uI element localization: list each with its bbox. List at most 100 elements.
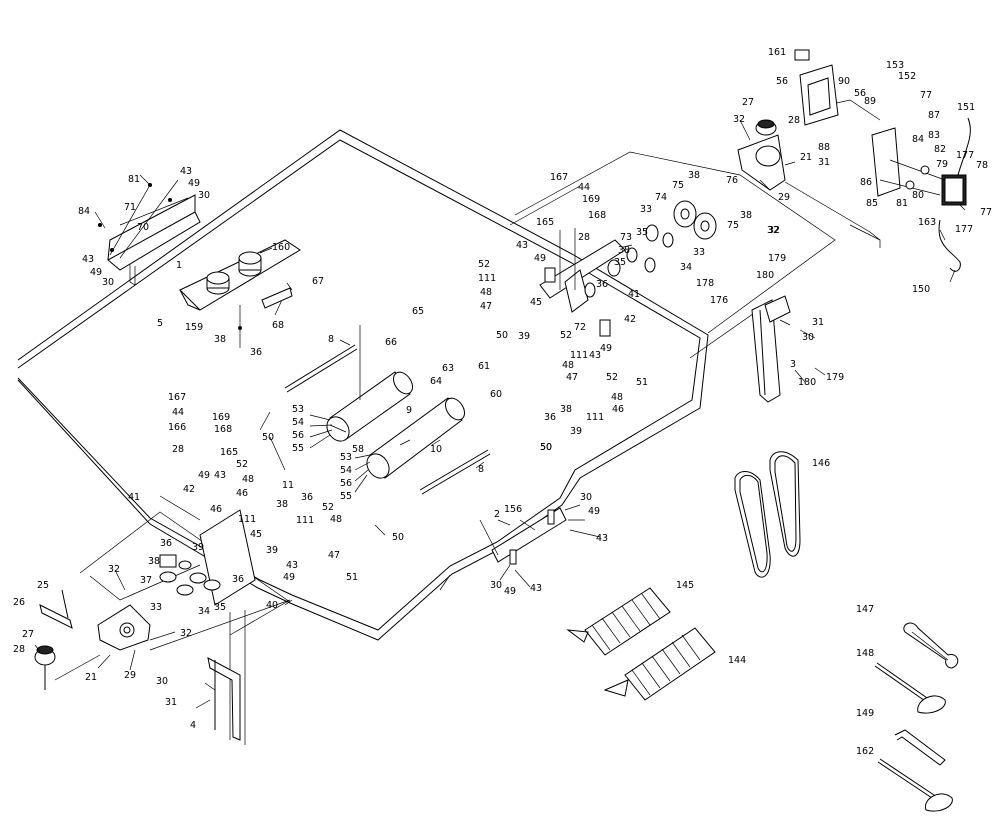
label-49: 49	[198, 470, 210, 481]
label-74: 74	[655, 192, 667, 203]
label-165: 165	[220, 447, 238, 458]
label-43: 43	[530, 583, 542, 594]
label-179: 179	[826, 372, 844, 383]
label-35: 35	[214, 602, 226, 613]
label-43: 43	[180, 166, 192, 177]
label-2: 2	[494, 509, 500, 520]
label-56: 56	[292, 430, 304, 441]
label-46: 46	[612, 404, 624, 415]
motor-assembly-left	[34, 589, 151, 690]
label-41: 41	[628, 289, 640, 300]
label-88: 88	[818, 142, 830, 153]
label-55: 55	[292, 443, 304, 454]
label-75: 75	[727, 220, 739, 231]
side-frame-2	[479, 507, 567, 565]
label-50: 50	[540, 442, 552, 453]
tee-key-162	[877, 758, 953, 812]
label-30: 30	[580, 492, 592, 503]
label-63: 63	[442, 363, 454, 374]
label-38: 38	[148, 556, 160, 567]
label-32: 32	[108, 564, 120, 575]
shafts	[284, 325, 491, 495]
wrench-147	[903, 622, 959, 669]
brush-roller-144	[603, 627, 716, 701]
label-86: 86	[860, 177, 872, 188]
label-169: 169	[582, 194, 600, 205]
label-46: 46	[210, 504, 222, 515]
label-67: 67	[312, 276, 324, 287]
label-160: 160	[272, 242, 290, 253]
label-30: 30	[490, 580, 502, 591]
label-49: 49	[188, 178, 200, 189]
label-27: 27	[742, 97, 754, 108]
label-4: 4	[190, 720, 196, 731]
label-77: 77	[920, 90, 932, 101]
right-drive-assembly	[539, 200, 717, 337]
label-43: 43	[214, 470, 226, 481]
label-156: 156	[504, 504, 522, 515]
label-25: 25	[37, 580, 49, 591]
roller-10	[366, 397, 466, 479]
label-28: 28	[788, 115, 800, 126]
label-36: 36	[232, 574, 244, 585]
label-33: 33	[640, 204, 652, 215]
label-76: 76	[726, 175, 738, 186]
label-167: 167	[550, 172, 568, 183]
label-77: 77	[980, 207, 992, 218]
label-73: 73	[620, 232, 632, 243]
label-21: 21	[800, 152, 812, 163]
label-72: 72	[574, 322, 586, 333]
label-32: 32	[733, 114, 745, 125]
label-111: 111	[296, 515, 314, 526]
label-36: 36	[250, 347, 262, 358]
label-90: 90	[838, 76, 850, 87]
label-151: 151	[957, 102, 975, 113]
label-177: 177	[956, 150, 974, 161]
label-48: 48	[562, 360, 574, 371]
label-38: 38	[618, 245, 630, 256]
label-38: 38	[560, 404, 572, 415]
label-40: 40	[266, 600, 278, 611]
label-35: 35	[614, 257, 626, 268]
label-33: 33	[150, 602, 162, 613]
label-165: 165	[536, 217, 554, 228]
top-cover-5	[179, 239, 301, 348]
label-32: 32	[767, 225, 779, 236]
label-32: 32	[768, 225, 780, 236]
label-29: 29	[124, 670, 136, 681]
label-78: 78	[976, 160, 988, 171]
label-45: 45	[250, 529, 262, 540]
label-11: 11	[282, 480, 294, 491]
label-180: 180	[798, 377, 816, 388]
label-148: 148	[856, 648, 874, 659]
label-50: 50	[262, 432, 274, 443]
label-178: 178	[696, 278, 714, 289]
label-51: 51	[636, 377, 648, 388]
label-89: 89	[864, 96, 876, 107]
label-27: 27	[22, 629, 34, 640]
label-43: 43	[516, 240, 528, 251]
label-30: 30	[102, 277, 114, 288]
label-145: 145	[676, 580, 694, 591]
label-28: 28	[172, 444, 184, 455]
label-38: 38	[214, 334, 226, 345]
label-161: 161	[768, 47, 786, 58]
label-176: 176	[710, 295, 728, 306]
label-50: 50	[392, 532, 404, 543]
label-47: 47	[480, 301, 492, 312]
label-48: 48	[611, 392, 623, 403]
part-labels: 81 43 49 30 84 71 70 43 49 30 1 160 67 5…	[13, 47, 992, 757]
label-29: 29	[778, 192, 790, 203]
label-111: 111	[478, 273, 496, 284]
label-167: 167	[168, 392, 186, 403]
label-35: 35	[636, 227, 648, 238]
label-28: 28	[578, 232, 590, 243]
label-61: 61	[478, 361, 490, 372]
label-52: 52	[606, 372, 618, 383]
label-49: 49	[504, 586, 516, 597]
label-5: 5	[157, 318, 163, 329]
label-47: 47	[328, 550, 340, 561]
label-34: 34	[680, 262, 692, 273]
label-52: 52	[478, 259, 490, 270]
bracket-assembly-1	[98, 179, 201, 286]
